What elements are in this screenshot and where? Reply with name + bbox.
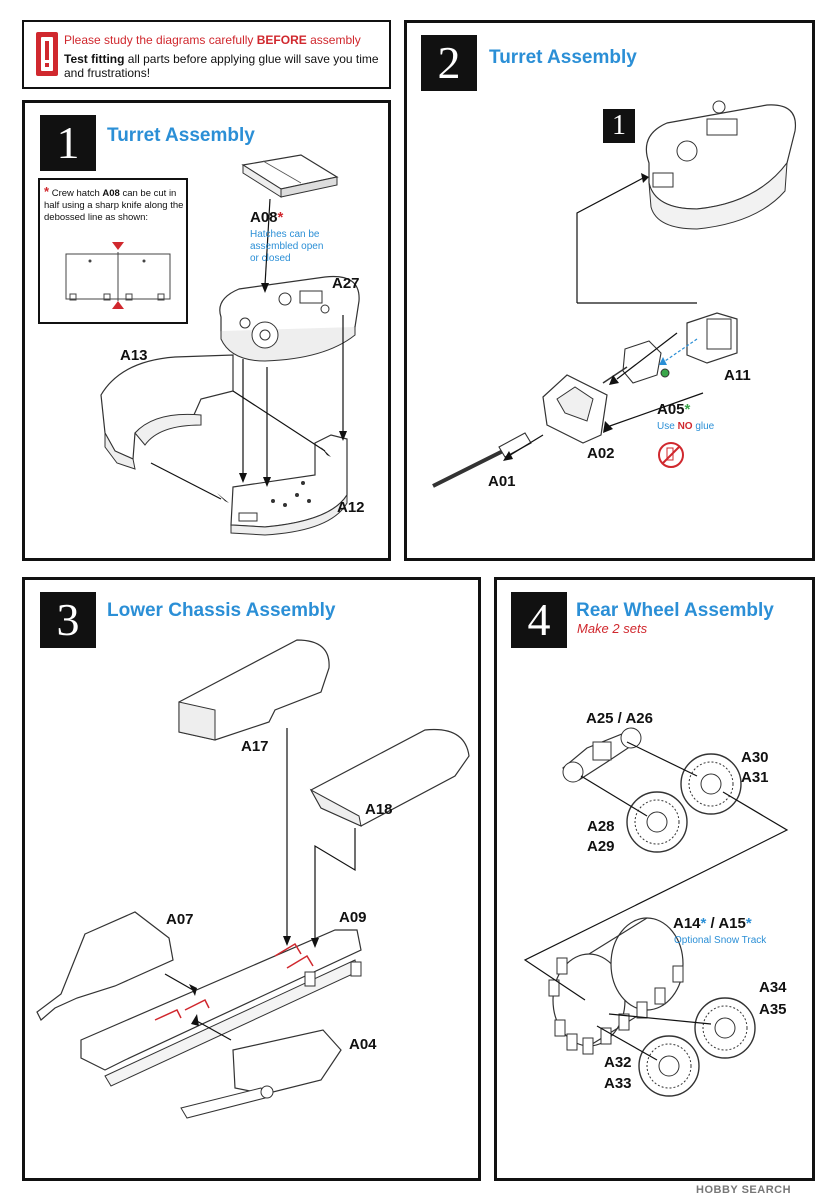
label-a29: A29 xyxy=(587,838,615,855)
step-number: 3 xyxy=(40,592,96,648)
sub-step-number: 1 xyxy=(603,109,635,143)
label-a33: A33 xyxy=(604,1075,632,1092)
warning-icon xyxy=(36,32,58,76)
label-a18: A18 xyxy=(365,801,393,818)
step-number: 1 xyxy=(40,115,96,171)
label-a28: A28 xyxy=(587,818,615,835)
step-number: 2 xyxy=(421,35,477,91)
turret-assembly-diagram xyxy=(100,154,360,536)
step-number: 4 xyxy=(511,592,567,648)
label-a01: A01 xyxy=(488,473,516,490)
watermark: HOBBY SEARCH xyxy=(696,1184,792,1196)
step-1-panel: 1 Turret Assembly * Crew hatch A08 can b… xyxy=(22,100,391,561)
step-4-panel: 4 Rear Wheel Assembly Make 2 sets xyxy=(494,577,815,1181)
no-glue-icon xyxy=(658,442,684,468)
label-a09: A09 xyxy=(339,909,367,926)
label-a04: A04 xyxy=(349,1036,377,1053)
notice-box: Please study the diagrams carefully BEFO… xyxy=(22,20,391,89)
label-a08: A08* xyxy=(250,209,284,226)
hatch-note: Hatches can be assembled open or closed xyxy=(250,229,324,264)
label-a32: A32 xyxy=(604,1054,632,1071)
inset-text: * Crew hatch A08 can be cut in half usin… xyxy=(44,184,184,223)
label-a05: A05* xyxy=(657,401,691,418)
hatch-cut-diagram xyxy=(65,242,171,309)
rear-wheel-diagram xyxy=(523,727,789,1097)
label-a27: A27 xyxy=(332,275,360,292)
label-a35: A35 xyxy=(759,1001,787,1018)
a05-glue-note: Use NO glue xyxy=(657,421,715,432)
hatch-cut-inset: * Crew hatch A08 can be cut in half usin… xyxy=(38,178,188,324)
lower-chassis-diagram xyxy=(36,639,470,1119)
step-title: Turret Assembly xyxy=(489,47,637,68)
label-a30: A30 xyxy=(741,749,769,766)
label-a13: A13 xyxy=(120,347,148,364)
track-note: Optional Snow Track xyxy=(674,935,767,946)
label-a31: A31 xyxy=(741,769,769,786)
label-a07: A07 xyxy=(166,911,194,928)
label-a34: A34 xyxy=(759,979,787,996)
label-a14-a15: A14* / A15* xyxy=(673,915,752,932)
notice-line-2: Test fitting all parts before applying g… xyxy=(64,52,379,80)
label-a02: A02 xyxy=(587,445,615,462)
label-a25-a26: A25 / A26 xyxy=(586,710,653,727)
step-title: Rear Wheel Assembly xyxy=(576,600,774,621)
step-title: Turret Assembly xyxy=(107,125,255,146)
label-a17: A17 xyxy=(241,738,269,755)
notice-line-1: Please study the diagrams carefully BEFO… xyxy=(64,33,361,47)
label-a11: A11 xyxy=(724,367,751,384)
label-a12: A12 xyxy=(337,499,365,516)
step-3-panel: 3 Lower Chassis Assembly xyxy=(22,577,481,1181)
step-title: Lower Chassis Assembly xyxy=(107,600,336,621)
step-2-panel: 2 Turret Assembly 1 xyxy=(404,20,815,561)
step-subtitle: Make 2 sets xyxy=(577,621,648,636)
turret-mount-diagram xyxy=(432,100,797,488)
